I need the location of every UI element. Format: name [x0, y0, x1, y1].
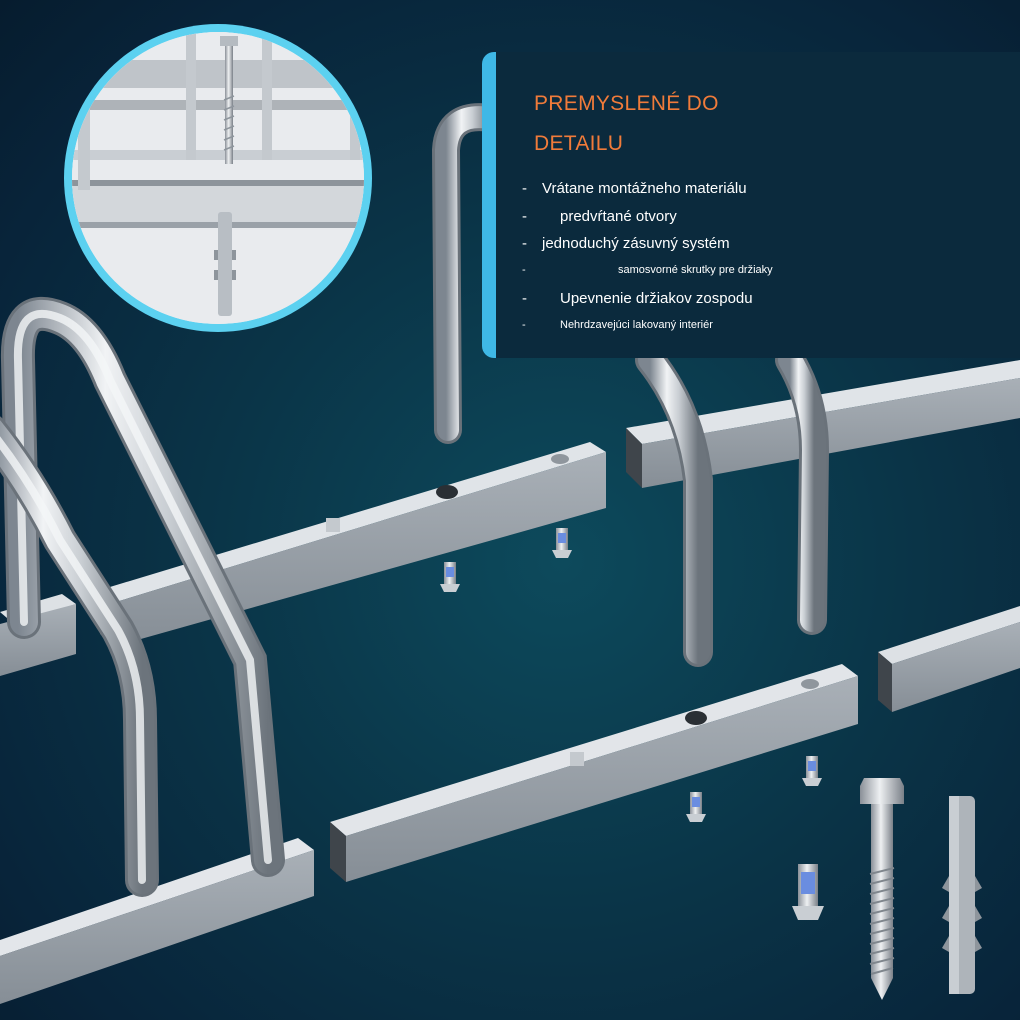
screw-icon: [792, 864, 824, 920]
rack-right-end-bar: [878, 606, 1020, 712]
feature-item: -predvŕtané otvory: [522, 208, 677, 225]
panel-title-line2: DETAILU: [534, 132, 624, 155]
magnifier-circle-icon: [64, 24, 372, 332]
wall-plug-icon: [942, 796, 982, 994]
feature-item: -samosvorné skrutky pre držiaky: [522, 264, 773, 276]
screw-icon: [440, 562, 460, 592]
feature-panel: PREMYSLENÉ DO DETAILU -Vrátane montážneh…: [482, 52, 1020, 358]
screw-icon: [552, 528, 572, 558]
screw-icon: [686, 792, 706, 822]
feature-item: -Nehrdzavejúci lakovaný interiér: [522, 319, 713, 331]
rack-right-bottom-bar: [330, 664, 858, 882]
feature-item: -Vrátane montážneho materiálu: [522, 180, 747, 197]
small-screws: [440, 528, 824, 920]
screw-icon: [802, 756, 822, 786]
rack-right-loops: [431, 103, 830, 667]
bolt-icon: [860, 778, 904, 1000]
panel-title-line1: PREMYSLENÉ DO: [534, 92, 719, 115]
rack-left-front-bar: [0, 838, 314, 1004]
rack-left-loops: [0, 296, 285, 897]
feature-item: -jednoduchý zásuvný systém: [522, 235, 730, 252]
feature-item: -Upevnenie držiakov zospodu: [522, 290, 753, 307]
